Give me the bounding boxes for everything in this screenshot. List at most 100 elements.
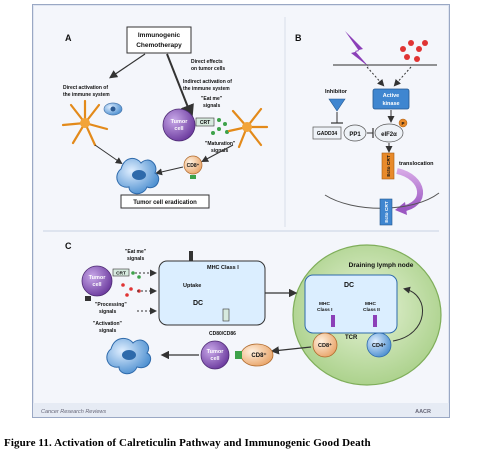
inhibitor-icon (328, 98, 346, 112)
direct-activation-line1: Direct activation of (63, 85, 108, 91)
gadd34-box (312, 126, 342, 140)
activation-line1: "Activation" (93, 321, 123, 327)
mhc-receptor-icon (331, 315, 335, 327)
gadd34-label: GADD34 (317, 131, 338, 137)
cd8-bottom-label: CD8⁺ (251, 352, 266, 359)
crt-box (195, 117, 215, 127)
active-kinase-box (372, 88, 410, 110)
active-kinase-line1: Active (383, 93, 400, 99)
crt-box (112, 268, 130, 277)
dc2-label: DC (344, 282, 354, 289)
arrow (393, 66, 412, 87)
panel-a: A Immunogenic Chemotherapy Direct effect… (61, 26, 269, 209)
panel-b-letter: B (295, 33, 302, 43)
drug-molecules-icon (400, 40, 428, 62)
phosphate-label: P (401, 121, 404, 126)
processing-line1: "Processing" (95, 302, 127, 308)
dendritic-cell-icon (61, 99, 109, 147)
ecto-crt-surface-box (379, 198, 393, 226)
eif2a-node (374, 123, 404, 143)
arrow (109, 53, 146, 79)
aacr-logo: AACR (415, 409, 431, 415)
signal-dots (121, 271, 141, 297)
arrow (155, 166, 184, 176)
tumor-cell-icon: Tumor cell (200, 340, 230, 370)
indirect-activation-line1: Indirect activation of (183, 79, 232, 85)
ecto-crt-label: Ecto CRT (386, 155, 392, 177)
arrow (270, 346, 312, 355)
dendritic-cell-icon (227, 107, 269, 149)
crt-label: CRT (116, 271, 126, 277)
tumor-label-line2: cell (174, 126, 184, 132)
phosphate-icon (398, 118, 408, 128)
arrow (201, 144, 234, 162)
cd8-label: CD8⁺ (318, 342, 332, 349)
costim-receptor-icon (222, 308, 230, 322)
translocation-label: translocation (399, 161, 434, 167)
panel-c-letter: C (65, 241, 72, 251)
tumor-label-line2: cell (92, 282, 102, 288)
cd8-cell-icon: CD8⁺ (312, 332, 338, 358)
eat-me-line2: signals (203, 103, 220, 109)
arrow (392, 286, 424, 342)
eradication-label: Tumor cell eradication (133, 200, 197, 206)
maturation-line1: "Maturation" (205, 141, 236, 147)
maturation-line2: signals (211, 148, 228, 154)
mhc-receptor-icon (373, 315, 377, 327)
cd8-cell-icon: CD8⁺ (235, 343, 274, 367)
chemo-label-line2: Chemotherapy (136, 42, 182, 49)
mhc1-label: MHC Class I (207, 265, 239, 271)
inhibitor-label: Inhibitor (325, 89, 348, 95)
figure-caption: Figure 11. Activation of Calreticulin Pa… (4, 437, 371, 449)
tumor-label-line1: Tumor (171, 119, 189, 125)
direct-effects-line1: Direct effects (191, 59, 223, 65)
panel-b: B Active kinase Inhibitor GADD34 PP1 eIF… (295, 31, 440, 226)
pp1-label: PP1 (349, 132, 361, 138)
ecto-crt-box (381, 152, 395, 180)
activation-line2: signals (99, 328, 116, 334)
chemo-label-line1: Immunogenic (138, 32, 181, 39)
figure-panel: A Immunogenic Chemotherapy Direct effect… (32, 4, 450, 418)
mhc-right-line1: MHC (365, 301, 376, 307)
lymphocyte-icon (103, 102, 123, 116)
lightning-icon (345, 31, 369, 67)
direct-effects-line2: on tumor cells (191, 66, 225, 72)
lymph-node-label: Draining lymph node (349, 262, 414, 269)
tumor-label-line1: Tumor (89, 275, 107, 281)
active-kinase-line2: kinase (382, 101, 399, 107)
chemo-box (126, 26, 192, 54)
cd8-cell-icon: CD8⁺ (183, 155, 203, 179)
translocation-arrowhead (395, 202, 407, 215)
mhc-right-line2: Class II (363, 307, 380, 313)
credits-bar (33, 403, 449, 417)
cd4-cell-icon: CD4⁺ (366, 332, 392, 358)
eif2a-label: eIF2α (381, 132, 397, 138)
cd8-label: CD8⁺ (187, 163, 200, 169)
journal-credit: Cancer Research Reviews (41, 409, 106, 415)
crt-dots (211, 118, 229, 135)
dc-label: DC (193, 300, 203, 307)
tcr-label: TCR (345, 335, 358, 341)
indirect-activation-line2: the immune system (183, 86, 230, 92)
tumor-cell-icon: Tumor cell (81, 265, 113, 301)
processing-line2: signals (99, 309, 116, 315)
panel-a-letter: A (65, 33, 72, 43)
uptake-label: Uptake (183, 283, 201, 289)
eradication-box (120, 194, 210, 209)
eat-me-line1: "Eat me" (125, 249, 147, 255)
arrow (166, 53, 194, 119)
figure-illustration: A Immunogenic Chemotherapy Direct effect… (33, 17, 449, 417)
crt-label: CRT (200, 120, 210, 126)
tumor2-line1: Tumor (207, 349, 225, 355)
panel-c: C Draining lymph node Tumor cell CRT "Ea… (65, 241, 442, 386)
cd80-label: CD80/CD86 (209, 331, 236, 337)
tumor2-line2: cell (210, 356, 220, 362)
direct-activation-line2: the immune system (63, 92, 110, 98)
mhc-receptor-icon (189, 251, 193, 261)
ecto-crt-surface-label: Ecto CRT (384, 201, 390, 223)
translocation-arrow (396, 168, 423, 212)
macrophage-icon (106, 338, 152, 375)
macrophage-icon (116, 158, 160, 195)
arrow (94, 144, 123, 165)
mhc-left-line2: Class I (317, 307, 333, 313)
